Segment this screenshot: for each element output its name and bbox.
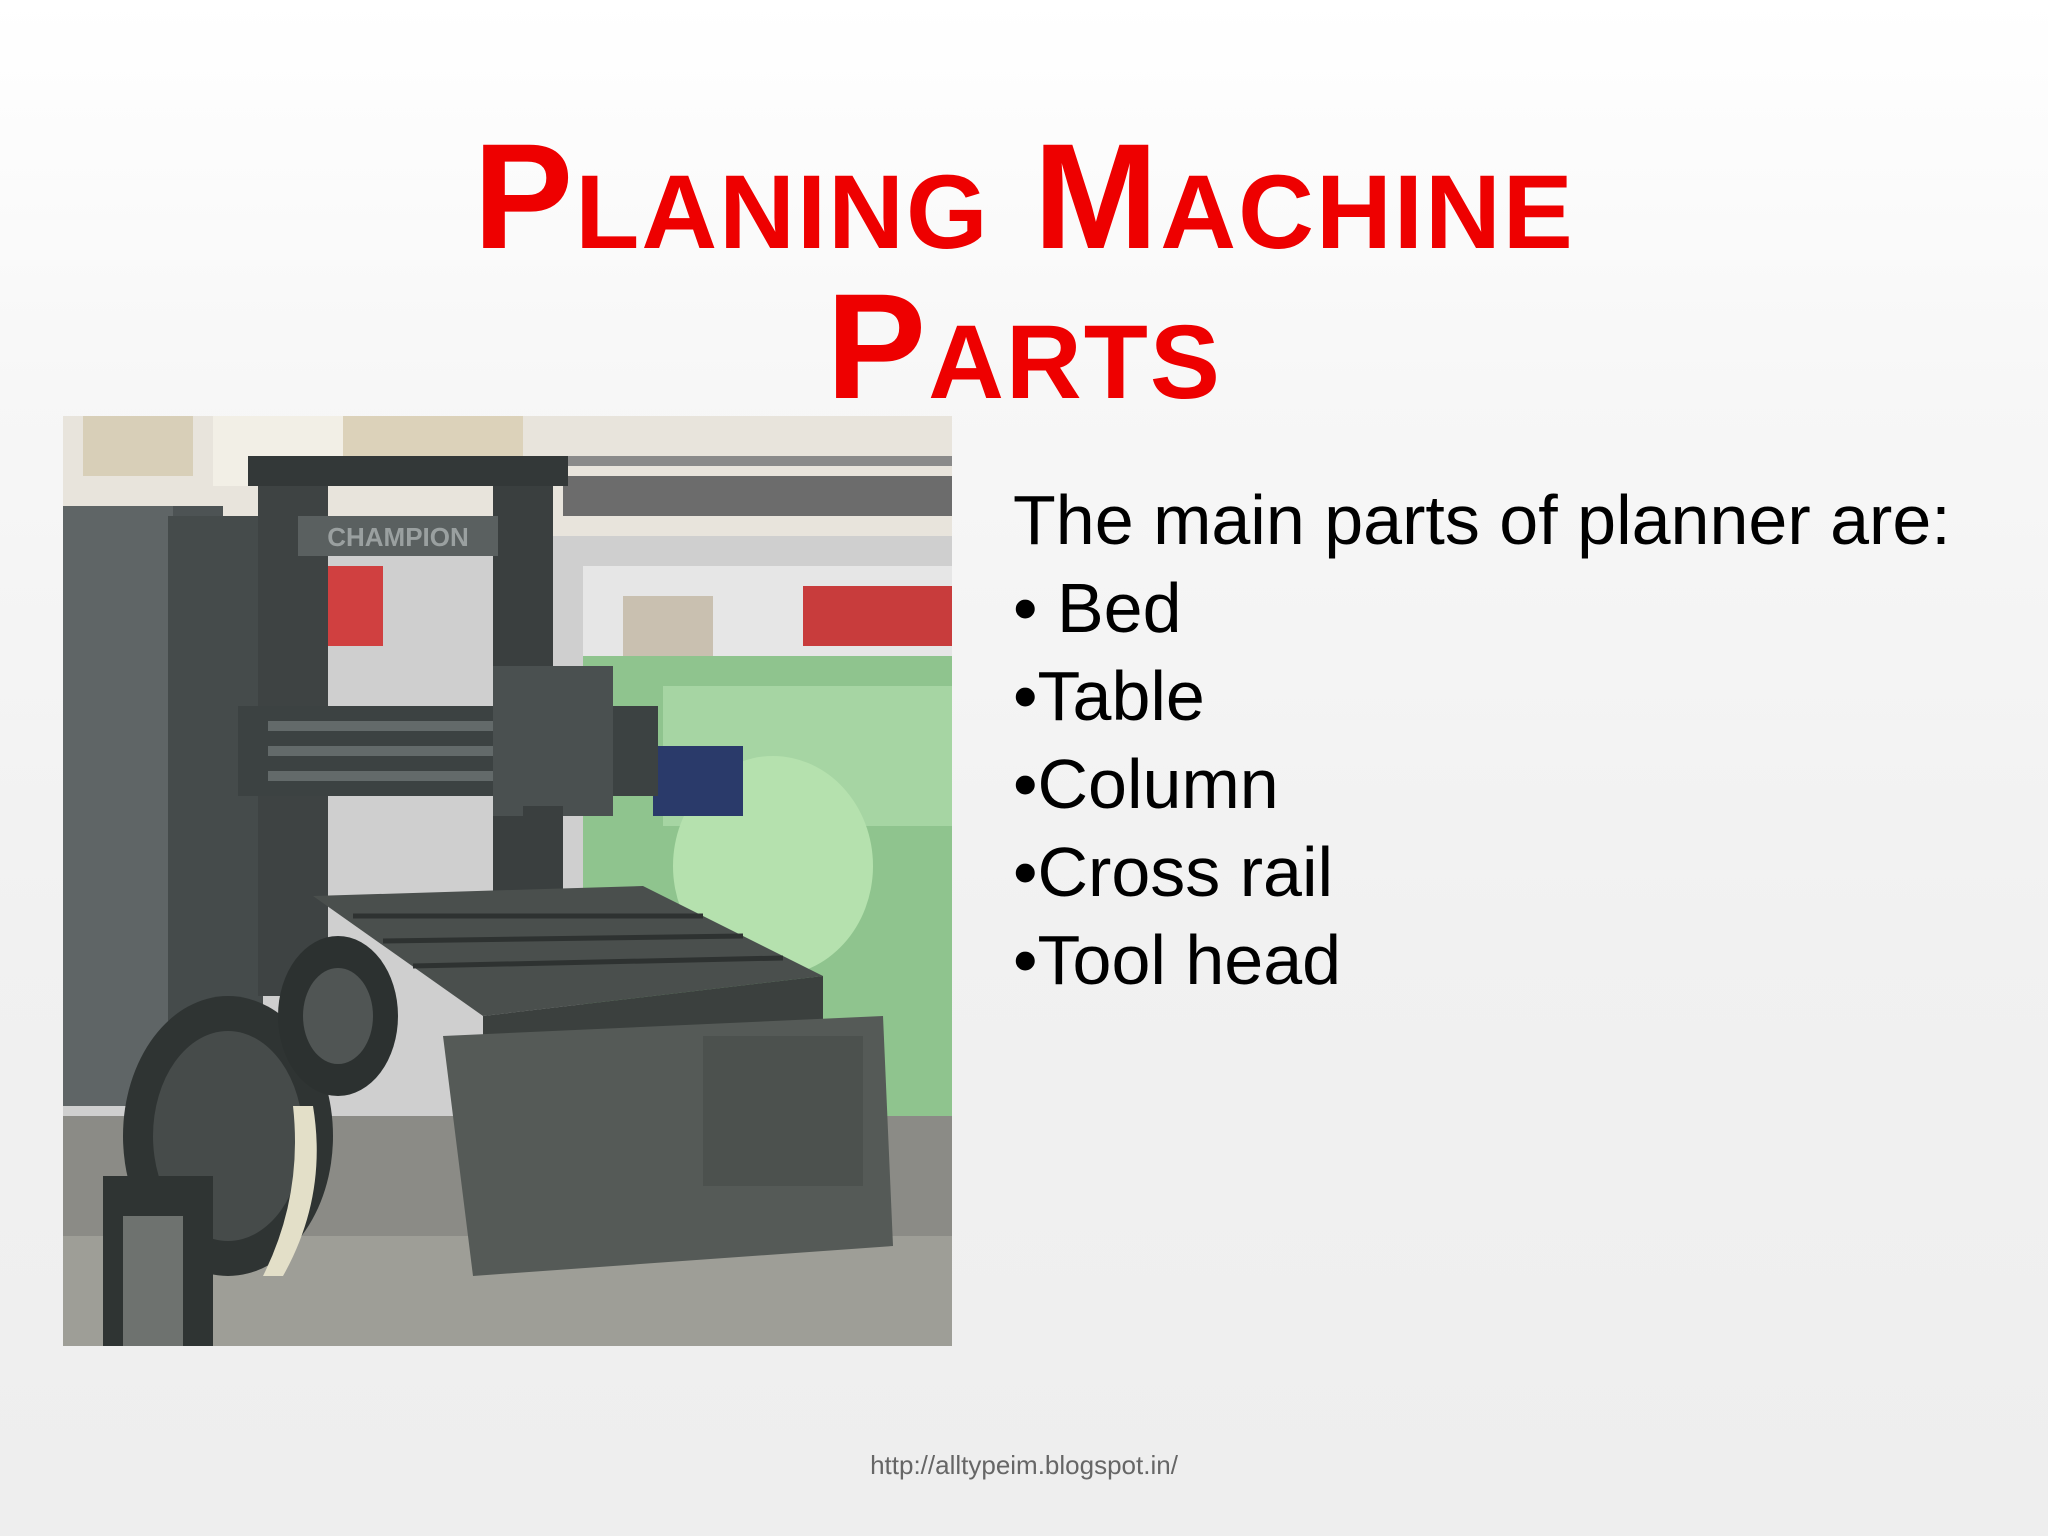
title-line-1: Planing Machine [473, 111, 1575, 280]
footer-url: http://alltypeim.blogspot.in/ [870, 1450, 1178, 1480]
list-item: •Column [1013, 745, 1279, 823]
slide-title: Planing Machine Parts [0, 121, 2048, 421]
parts-list: • Bed •Table •Column •Cross rail •Tool h… [1013, 564, 1993, 1004]
intro-text: The main parts of planner are: [1013, 481, 1951, 559]
list-item: •Table [1013, 657, 1205, 735]
parts-description: The main parts of planner are: • Bed •Ta… [1013, 476, 1993, 1004]
list-item: •Tool head [1013, 921, 1342, 999]
list-item: • Bed [1013, 569, 1182, 647]
planing-machine-photo: CHAMPION [63, 416, 952, 1346]
planing-machine-illustration: CHAMPION [63, 416, 952, 1346]
list-item: •Cross rail [1013, 833, 1334, 911]
machine-nameplate: CHAMPION [327, 522, 469, 552]
title-line-2: Parts [826, 261, 1222, 430]
